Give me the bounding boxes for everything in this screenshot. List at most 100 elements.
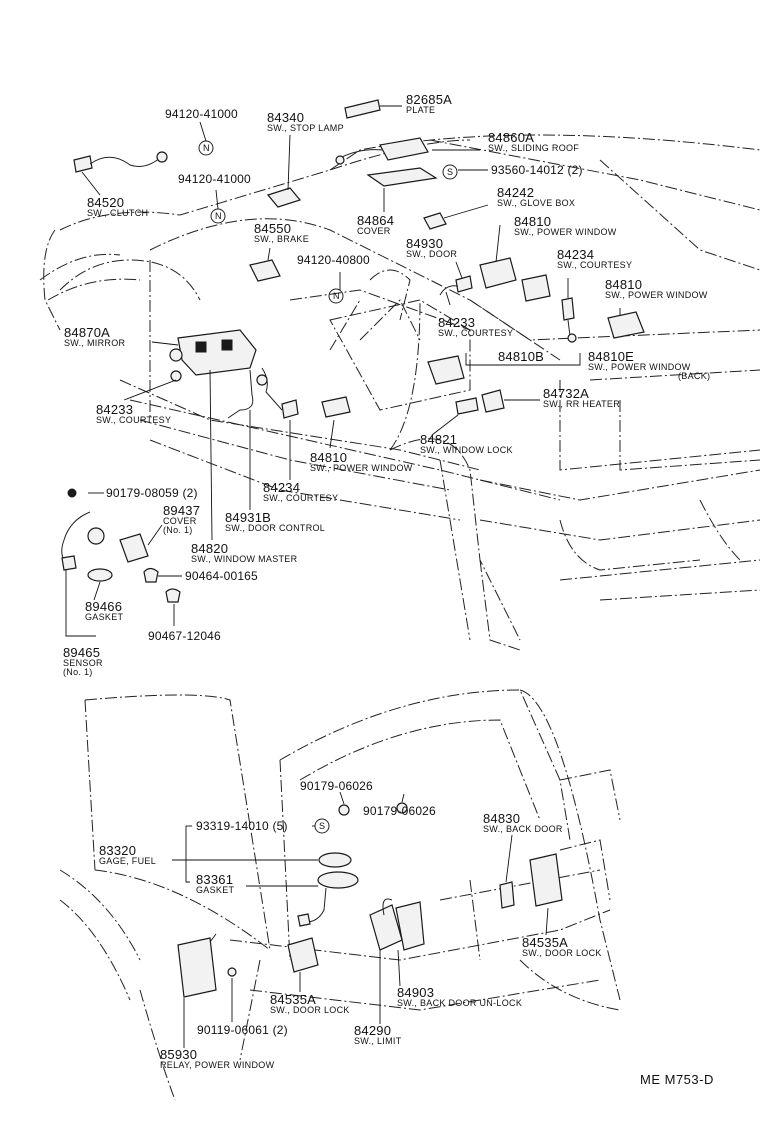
callout-84242: 84242 SW., GLOVE BOX [497,186,575,208]
callout-90179-06026-b: 90179-06026 [363,805,436,817]
part-description: SW., LIMIT [354,1036,402,1046]
vehicle-body-outline [39,134,761,651]
callout-84233-b: 84233 SW., COURTESY [96,403,171,425]
callout-90467-12046: 90467-12046 [148,630,221,642]
part-number: 90467-12046 [148,629,221,643]
callout-82685a: 82685A PLATE [406,93,452,115]
callout-90179-06026-a: 90179-06026 [300,780,373,792]
part-number: 89466 [85,599,123,614]
part-number: 90179-06026 [300,779,373,793]
part-number: 84535A [522,935,569,950]
part-number: 84520 [87,195,125,210]
part-number: 84535A [270,992,317,1007]
part-description: SW., BACK DOOR UN-LOCK [397,998,523,1008]
part-number: 94120-40800 [297,253,370,267]
callout-84864: 84864 COVER [357,214,394,236]
part-description: SW., COURTESY [557,260,633,270]
callout-84810-c: 84810 SW., POWER WINDOW [310,451,413,473]
part-number: 90179-06026 [363,804,436,818]
callout-84930: 84930 SW., DOOR [406,237,457,259]
callout-84810b: 84810B [498,350,544,363]
callout-94120-41000-b: 94120-41000 [178,173,251,185]
part-description-note: (BACK) [678,371,711,381]
part-number: 90179-08059 (2) [106,486,198,500]
callout-83361: 83361 GASKET [196,873,234,895]
part-number: 90119-06061 (2) [197,1023,288,1037]
part-description: SW., DOOR [406,249,458,259]
callout-90179-08059: 90179-08059 (2) [106,487,198,499]
marker-n-3: N [333,291,340,301]
drawing-reference: ME M753-D [640,1072,714,1087]
part-description: GAGE, FUEL [99,856,157,866]
part-description: PLATE [406,105,436,115]
callout-84820: 84820 SW., WINDOW MASTER [191,542,297,564]
callout-84810-a: 84810 SW., POWER WINDOW [514,215,617,237]
part-description: SW., DOOR LOCK [522,948,602,958]
callout-93560-14012: 93560-14012 (2) [491,164,583,176]
part-number: 84810 [514,214,552,229]
part-description: SW., COURTESY [263,493,339,503]
callout-84234-b: 84234 SW., COURTESY [263,481,338,503]
part-number: 90464-00165 [185,569,258,583]
part-number: 84234 [263,480,301,495]
callout-84535a-left: 84535A SW., DOOR LOCK [270,993,350,1015]
callout-89465: 89465 SENSOR (No. 1) [63,646,103,677]
part-description: SW., GLOVE BOX [497,198,576,208]
leader-lines [65,105,621,1048]
callout-85930: 85930 RELAY, POWER WINDOW [160,1048,274,1070]
callout-84520: 84520 SW., CLUTCH [87,196,148,218]
part-description: SW., MIRROR [64,338,126,348]
part-number: 84864 [357,213,395,228]
callout-84234-a: 84234 SW., COURTESY [557,248,632,270]
callout-84810-b: 84810 SW., POWER WINDOW [605,278,708,300]
part-number: 83320 [99,843,137,858]
part-number: 84931B [225,510,272,525]
marker-s-2: S [319,821,326,831]
part-description: SW., COURTESY [96,415,172,425]
part-description: SW., RR HEATER [543,399,621,409]
marker-n-2: N [215,211,222,221]
part-description-note: (No. 1) [163,525,193,535]
part-number: 83361 [196,872,234,887]
part-description: COVER [163,516,197,526]
callout-84830: 84830 SW., BACK DOOR [483,812,563,834]
part-number: 89465 [63,645,101,660]
callout-84860a: 84860A SW., SLIDING ROOF [488,131,579,153]
part-number: 84860A [488,130,535,145]
part-number: 94120-41000 [178,172,251,186]
part-number: 84550 [254,221,292,236]
part-number: 82685A [406,92,453,107]
part-description: SW., DOOR CONTROL [225,523,326,533]
part-description: GASKET [85,612,124,622]
part-number: 84821 [420,432,458,447]
part-number: 84810B [498,349,545,364]
part-description: SW., POWER WINDOW [605,290,708,300]
callout-84870a: 84870A SW., MIRROR [64,326,125,348]
part-number: 84930 [406,236,444,251]
callout-84931b: 84931B SW., DOOR CONTROL [225,511,325,533]
callout-83320: 83320 GAGE, FUEL [99,844,156,866]
part-description: SW., CLUTCH [87,208,149,218]
part-description: SW., STOP LAMP [267,123,344,133]
part-number: 84903 [397,985,435,1000]
part-number: 84233 [96,402,134,417]
part-number: 94120-41000 [165,107,238,121]
callout-93319-14010: 93319-14010 (5) [196,820,288,832]
part-number: 84830 [483,811,521,826]
part-description: SW., POWER WINDOW [310,463,413,473]
part-number: 84820 [191,541,229,556]
part-description: RELAY, POWER WINDOW [160,1060,275,1070]
part-number: 84340 [267,110,305,125]
part-description: SW., SLIDING ROOF [488,143,580,153]
callout-84732a: 84732A SW., RR HEATER [543,387,620,409]
part-description: SW., BACK DOOR [483,824,563,834]
callout-89466: 89466 GASKET [85,600,123,622]
part-number: 84810 [605,277,643,292]
part-number: 84242 [497,185,535,200]
part-number: 84233 [438,315,476,330]
part-shapes [61,99,645,998]
part-description: SW., COURTESY [438,328,514,338]
callout-84821: 84821 SW., WINDOW LOCK [420,433,513,455]
